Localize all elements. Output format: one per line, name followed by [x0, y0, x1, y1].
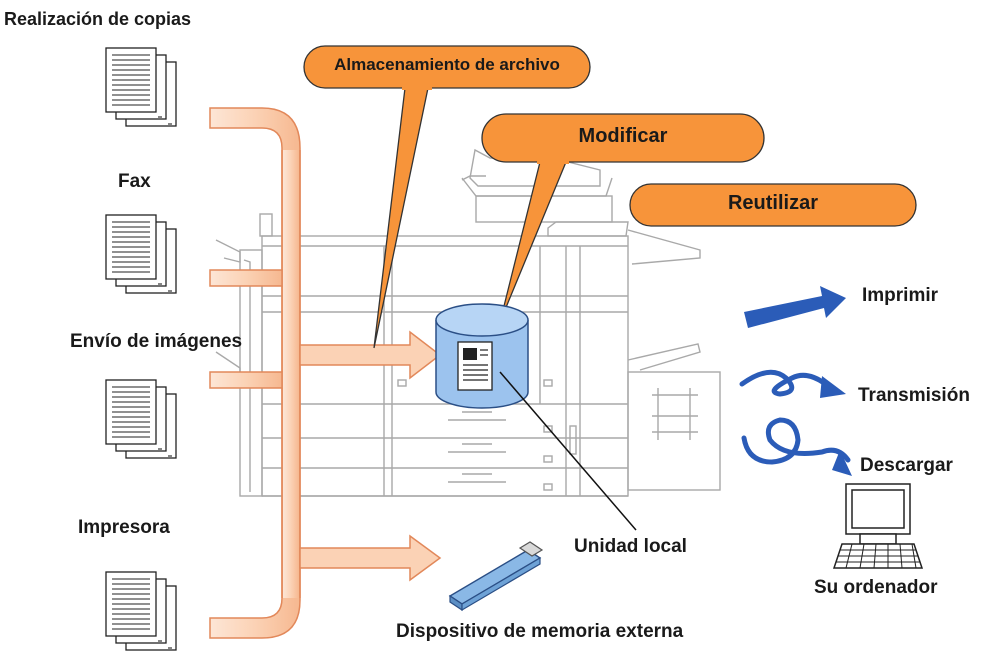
mfp-machine-illustration	[215, 148, 721, 497]
label-printer: Impresora	[78, 517, 170, 538]
label-external-memory: Dispositivo de memoria externa	[396, 621, 684, 642]
callout-file-storage-text: Almacenamiento de archivo	[334, 55, 560, 74]
label-download: Descargar	[860, 455, 953, 476]
fax-document-icon	[105, 214, 177, 294]
callout-modify	[481, 113, 765, 323]
callout-modify-text: Modificar	[578, 125, 668, 147]
flow-arrow-to-drive	[299, 330, 442, 380]
local-drive-cylinder-icon	[435, 303, 529, 409]
download-arrowhead	[832, 450, 852, 476]
label-transmission: Transmisión	[858, 385, 970, 406]
local-drive-leader-line	[499, 371, 637, 531]
image-send-document-icon	[105, 379, 177, 459]
transmission-arrow-icon	[739, 369, 831, 397]
label-fax: Fax	[118, 171, 151, 192]
callout-file-storage	[303, 45, 591, 349]
callout-reuse-text: Reutilizar	[727, 192, 819, 214]
copies-document-icon	[105, 47, 177, 127]
callout-reuse	[629, 183, 917, 227]
input-flow-pipe	[209, 107, 301, 639]
printer-document-icon	[105, 571, 177, 651]
label-local-drive: Unidad local	[574, 536, 687, 557]
flow-arrow-to-external-memory	[299, 534, 442, 582]
label-computer: Su ordenador	[814, 577, 938, 598]
label-image-send: Envío de imágenes	[70, 331, 243, 352]
print-arrow-icon	[744, 286, 846, 328]
transmission-arrowhead	[820, 376, 846, 398]
usb-memory-icon	[448, 541, 544, 612]
computer-icon	[832, 483, 924, 569]
download-arrow-icon	[741, 417, 851, 465]
label-copies: Realización de copias	[4, 9, 192, 29]
label-print: Imprimir	[862, 285, 939, 306]
